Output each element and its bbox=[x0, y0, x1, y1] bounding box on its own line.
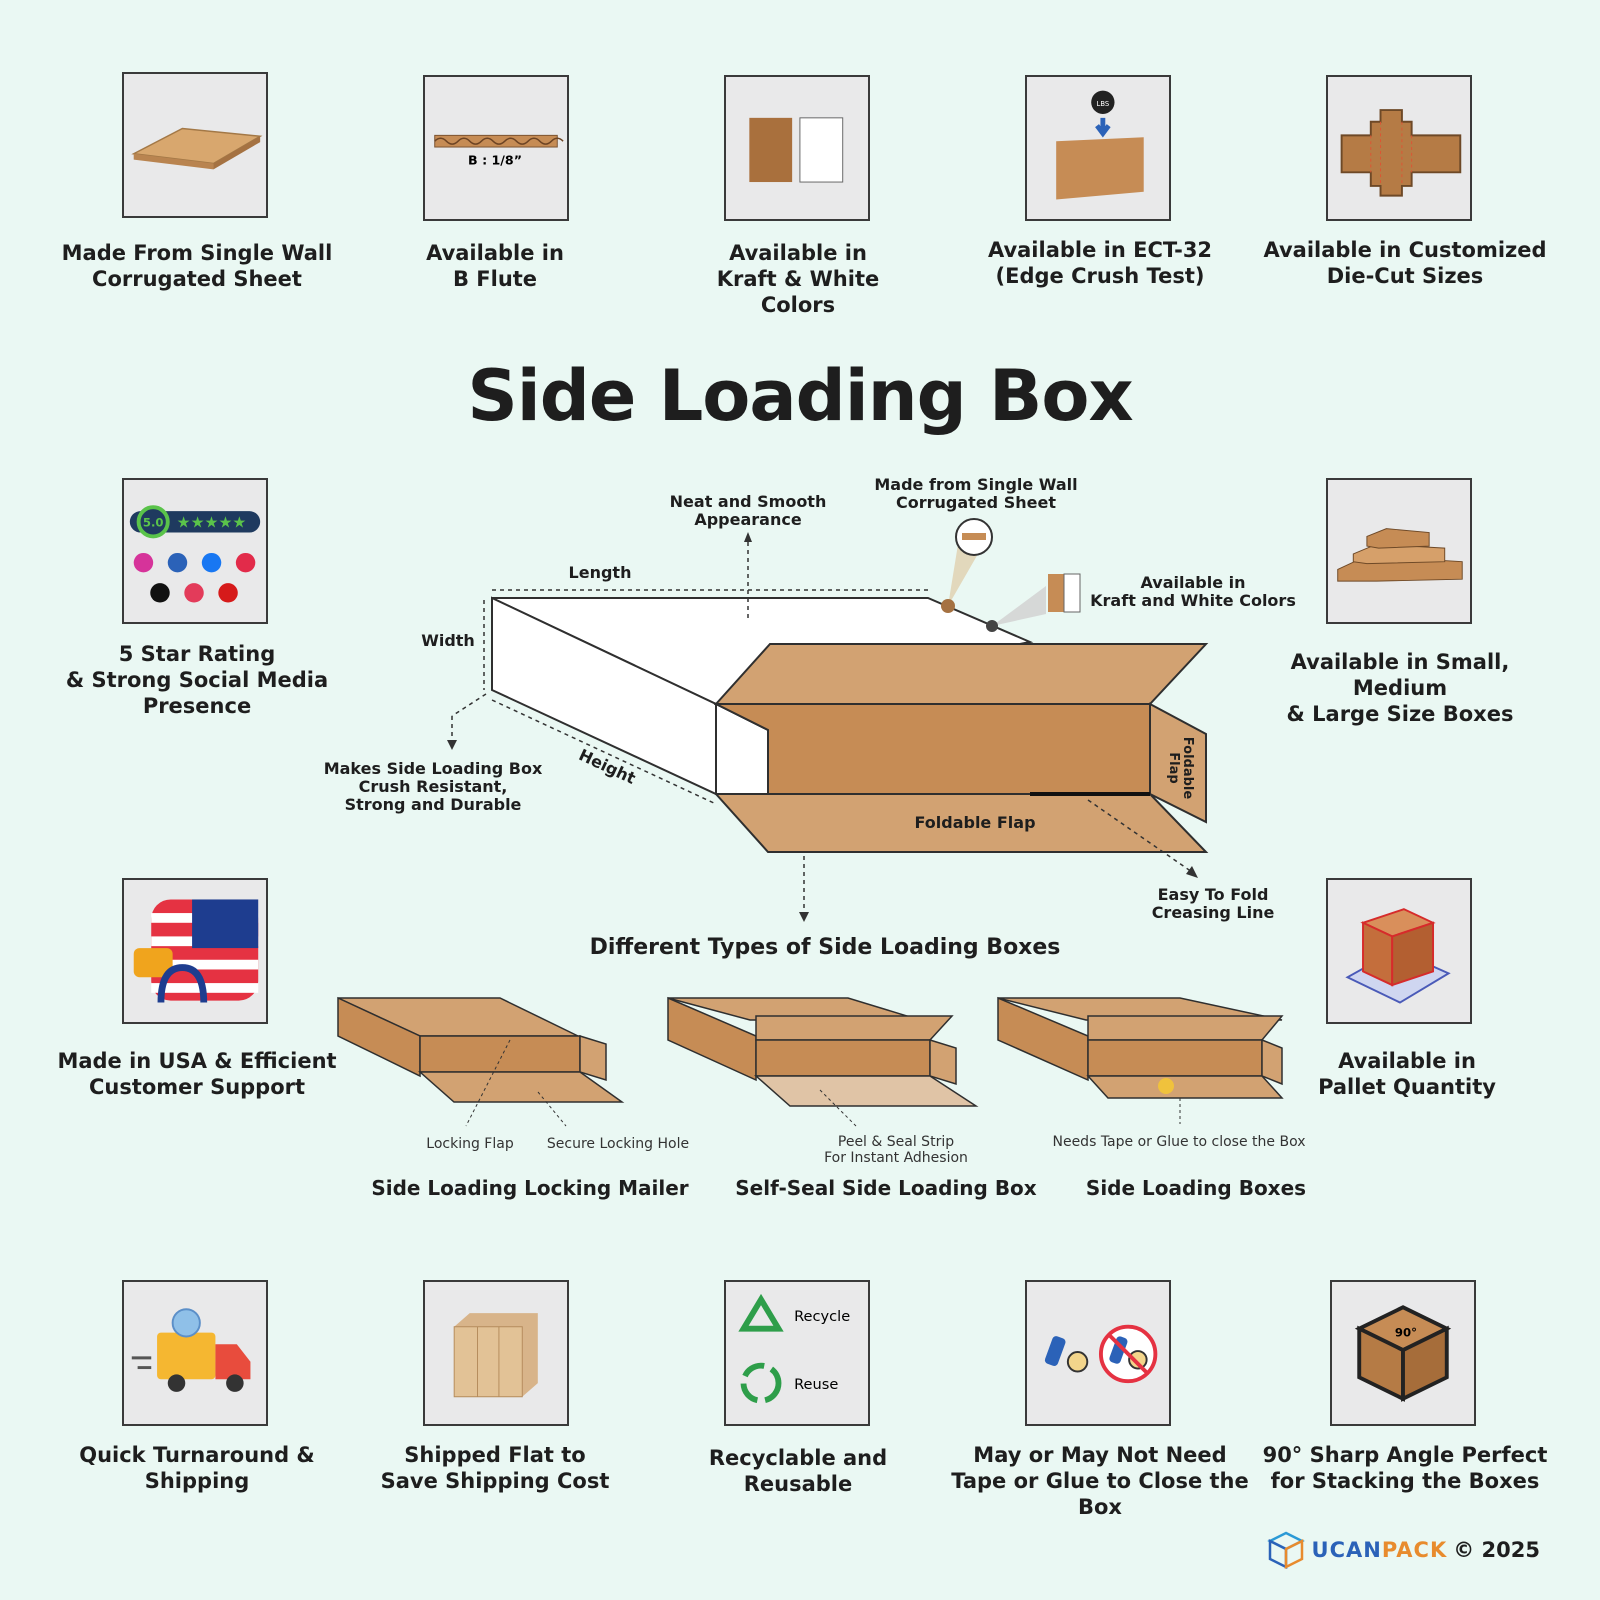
brand-name-a: UCAN bbox=[1311, 1538, 1382, 1562]
feature-die-cut: Available in Customized Die-Cut Sizes bbox=[1263, 238, 1547, 288]
feature-recyclable: Recyclable and Reusable bbox=[708, 1446, 888, 1496]
angle-label: 90° bbox=[1395, 1325, 1417, 1339]
type-locking-mailer: Side Loading Locking Mailer bbox=[371, 1176, 689, 1200]
label-neat: Neat and Smooth Appearance bbox=[669, 492, 827, 529]
brand-footer: UCANPACK © 2025 bbox=[1266, 1530, 1540, 1570]
pallet-icon bbox=[1326, 878, 1472, 1024]
feature-turnaround: Quick Turnaround & Shipping bbox=[79, 1443, 315, 1493]
b-flute-icon: B : 1/8” bbox=[423, 75, 569, 221]
label-width: Width bbox=[421, 631, 475, 650]
rating-social-icon: 5.0 ★★★★★ bbox=[122, 478, 268, 624]
feature-usa: Made in USA & Efficient Customer Support bbox=[57, 1049, 337, 1099]
feature-tape: May or May Not Need Tape or Glue to Clos… bbox=[951, 1443, 1249, 1519]
page-title: Side Loading Box bbox=[467, 355, 1133, 437]
kraft-white-swatch-icon bbox=[724, 75, 870, 221]
feature-angle: 90° Sharp Angle Perfect for Stacking the… bbox=[1262, 1443, 1548, 1493]
size-stack-icon bbox=[1326, 478, 1472, 624]
bottom-flap bbox=[713, 793, 1209, 853]
note-locking-hole: Secure Locking Hole bbox=[546, 1136, 690, 1152]
brand-name-b: PACK bbox=[1381, 1538, 1448, 1562]
usa-support-icon bbox=[122, 878, 268, 1024]
flute-size-label: B : 1/8” bbox=[468, 153, 522, 168]
rating-stars: ★★★★★ bbox=[177, 514, 247, 532]
feature-single-wall: Made From Single Wall Corrugated Sheet bbox=[61, 241, 333, 291]
label-kraft-white: Available in Kraft and White Colors bbox=[1090, 573, 1296, 610]
label-crush: Makes Side Loading Box Crush Resistant, … bbox=[323, 759, 543, 814]
feature-rating: 5 Star Rating & Strong Social Media Pres… bbox=[65, 642, 329, 718]
feature-pallet: Available in Pallet Quantity bbox=[1318, 1049, 1496, 1099]
delivery-truck-icon bbox=[122, 1280, 268, 1426]
side-flap bbox=[1149, 702, 1207, 824]
label-foldable-flap: Foldable Flap bbox=[914, 813, 1036, 832]
rating-value: 5.0 bbox=[143, 516, 164, 530]
types-heading: Different Types of Side Loading Boxes bbox=[589, 935, 1061, 960]
ect-weight-icon: LBS bbox=[1025, 75, 1171, 221]
self-seal-illustration bbox=[667, 996, 979, 1127]
feature-ect: Available in ECT-32 (Edge Crush Test) bbox=[987, 238, 1213, 288]
feature-sizes: Available in Small, Medium & Large Size … bbox=[1286, 650, 1514, 726]
die-cut-icon bbox=[1326, 75, 1472, 221]
ninety-degree-icon: 90° bbox=[1330, 1280, 1476, 1426]
label-crease: Easy To Fold Creasing Line bbox=[1151, 885, 1275, 922]
feature-flat: Shipped Flat to Save Shipping Cost bbox=[380, 1443, 610, 1493]
side-loading-illustration bbox=[997, 996, 1284, 1124]
recycle-label: Recycle bbox=[794, 1308, 850, 1325]
feature-colors: Available in Kraft & White Colors bbox=[716, 241, 880, 317]
note-tape-glue: Needs Tape or Glue to close the Box bbox=[1052, 1134, 1306, 1150]
flat-boxes-icon bbox=[423, 1280, 569, 1426]
type-side-loading: Side Loading Boxes bbox=[1085, 1176, 1307, 1200]
ucanpack-logo-icon bbox=[1266, 1531, 1305, 1570]
weight-label: LBS bbox=[1097, 100, 1110, 108]
locking-mailer-illustration bbox=[337, 996, 625, 1127]
note-locking-flap: Locking Flap bbox=[426, 1136, 514, 1152]
label-made-from: Made from Single Wall Corrugated Sheet bbox=[874, 475, 1078, 512]
tape-glue-icon bbox=[1025, 1280, 1171, 1426]
label-length: Length bbox=[568, 563, 632, 582]
copyright: © 2025 bbox=[1453, 1538, 1540, 1562]
corrugated-sheet-icon bbox=[122, 72, 268, 218]
feature-b-flute: Available in B Flute bbox=[426, 241, 564, 291]
reuse-label: Reuse bbox=[794, 1376, 838, 1393]
type-self-seal: Self-Seal Side Loading Box bbox=[735, 1176, 1037, 1200]
note-peel-seal: Peel & Seal Strip For Instant Adhesion bbox=[824, 1134, 968, 1166]
